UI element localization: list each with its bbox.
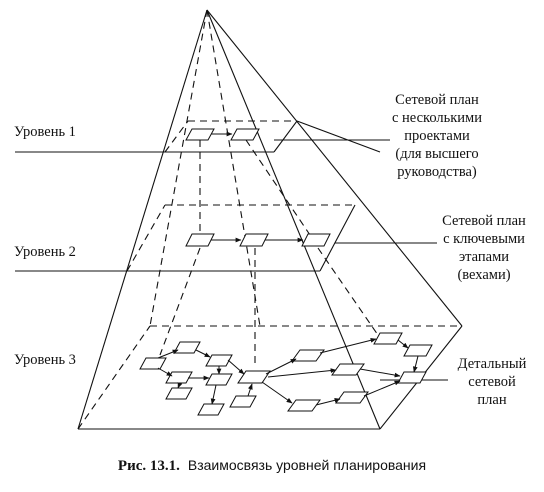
level-2-network (185, 233, 331, 247)
network-arrow (227, 359, 245, 375)
level-connectors (159, 139, 381, 368)
connector-l2-l3-a (159, 247, 201, 356)
network-node (397, 371, 427, 384)
pyramid-edge-back-right (206, 9, 463, 327)
network-arrow (412, 355, 419, 373)
network-arrow (195, 349, 211, 358)
network-node (185, 128, 215, 141)
callout-2-line: (вехами) (457, 267, 510, 283)
network-node (331, 363, 365, 376)
network-arrow (177, 382, 183, 389)
level-2-plane (15, 204, 437, 272)
network-node (230, 128, 260, 141)
callout-3-line: план (477, 392, 506, 408)
network-node (205, 373, 233, 386)
level-1-left-line (164, 120, 189, 153)
level-3-label: Уровень 3 (14, 352, 76, 368)
network-node (185, 233, 215, 247)
callout-1-line: (для высшего (395, 146, 478, 162)
figure-caption-text: Взаимосвязь уровней планирования (188, 457, 426, 473)
level-1-network (185, 128, 260, 141)
network-node (373, 332, 403, 345)
network-arrow (267, 368, 337, 378)
level-1-right-line (273, 120, 298, 153)
network-arrow (157, 349, 179, 359)
figure-caption: Рис. 13.1. Взаимосвязь уровней планирова… (118, 457, 426, 474)
network-node (173, 341, 201, 354)
network-node (205, 354, 233, 367)
network-node (287, 399, 321, 412)
level-1-callout-elbow (296, 120, 381, 153)
network-node (239, 233, 269, 247)
figure-caption-number: Рис. 13.1. (118, 458, 180, 474)
base-left-edge (77, 325, 151, 430)
network-node (197, 403, 225, 416)
callout-3-line: сетевой (468, 374, 516, 390)
level-1-label: Уровень 1 (14, 124, 76, 140)
pyramid-outline (77, 9, 463, 430)
pyramid-edge-front-right (206, 9, 381, 430)
network-node (301, 233, 331, 247)
callout-1-line: руководства) (397, 164, 477, 180)
connector-l1-l2-b (245, 139, 311, 236)
network-node (335, 391, 369, 404)
level-1-plane (15, 120, 390, 153)
network-node (403, 344, 433, 357)
connector-l2-l3-c (317, 247, 381, 339)
callout-2-line: Сетевой план (442, 213, 526, 229)
network-node (229, 395, 257, 408)
network-arrow (265, 358, 297, 375)
callout-3-line: Детальный (458, 356, 527, 372)
callout-2: Сетевой план с ключевыми этапами (вехами… (442, 213, 526, 283)
network-arrow (359, 368, 401, 378)
level-3-network (139, 332, 433, 416)
callout-3: Детальный сетевой план (458, 356, 527, 408)
callout-2-line: этапами (459, 249, 509, 265)
network-arrow (157, 367, 173, 377)
network-arrow (210, 384, 217, 405)
network-node (291, 349, 325, 362)
callout-1-line: с несколькими (392, 110, 482, 126)
apex-inner-dash (206, 9, 261, 327)
level-2-label: Уровень 2 (14, 244, 76, 260)
network-arrow (261, 381, 293, 404)
network-arrow (315, 397, 341, 406)
callout-1-line: проектами (404, 128, 470, 144)
network-arrow (363, 380, 401, 397)
network-arrow (397, 339, 409, 349)
callout-1-line: Сетевой план (395, 92, 479, 108)
network-node (165, 387, 193, 400)
callout-2-line: с ключевыми (443, 231, 525, 247)
pyramid-edge-front-left (77, 9, 208, 430)
pyramid-edge-back-left (149, 9, 208, 327)
network-node (237, 370, 271, 384)
level-2-left-line (126, 204, 166, 272)
network-arrow (319, 337, 377, 354)
callout-1: Сетевой план с несколькими проектами (дл… (392, 92, 482, 180)
network-arrow (247, 383, 253, 397)
network-node (139, 357, 167, 370)
